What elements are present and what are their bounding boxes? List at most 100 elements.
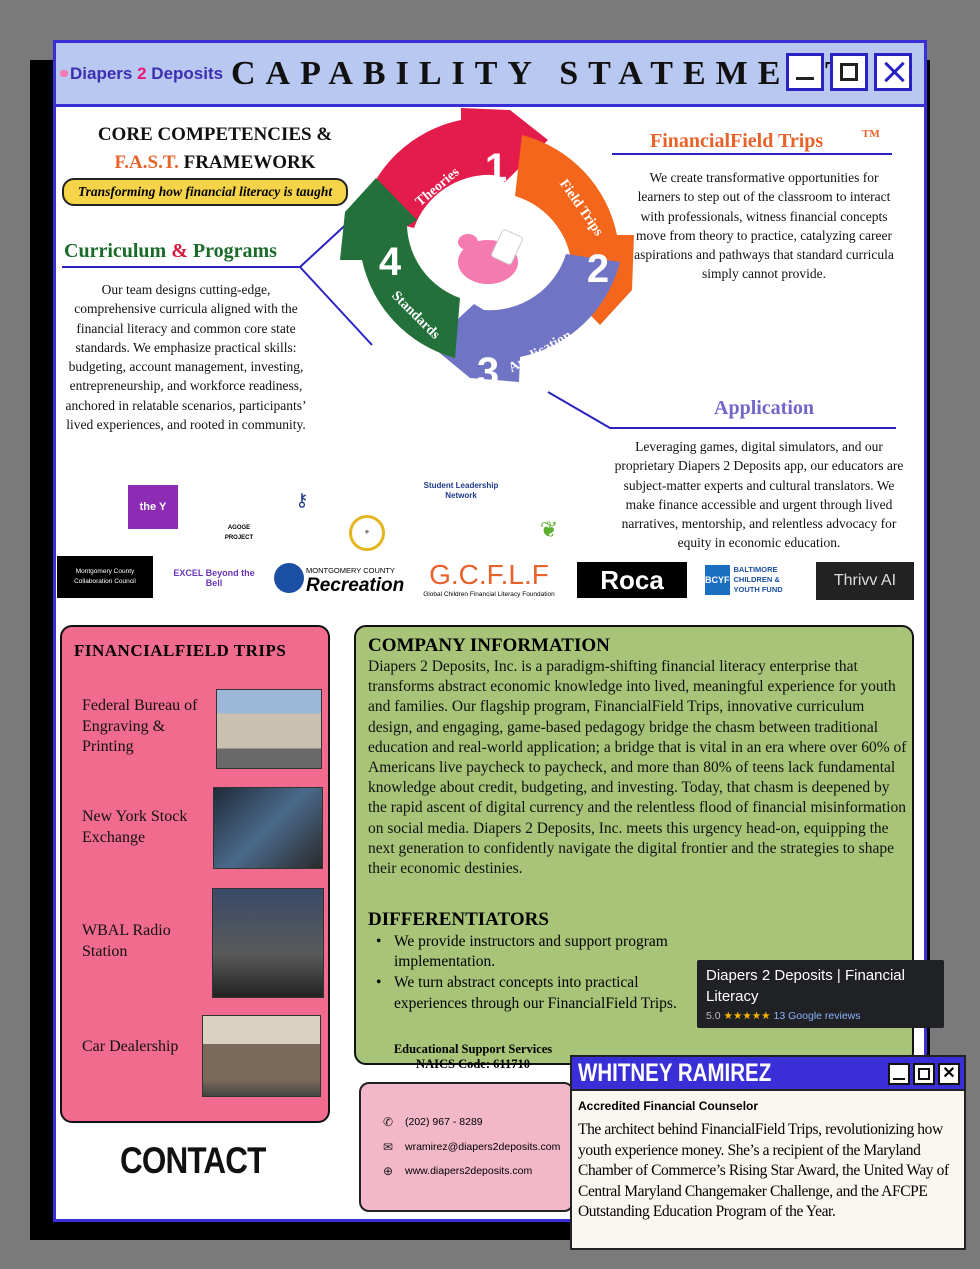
reviews-link[interactable]: 13 Google reviews xyxy=(773,1010,861,1022)
curriculum-head-amp: & xyxy=(171,240,188,262)
review-business-name: Diapers 2 Deposits | Financial Literacy xyxy=(706,967,905,1005)
curriculum-connector-2 xyxy=(299,266,373,346)
differentiators-heading: DIFFERENTIATORS xyxy=(368,909,549,930)
bio-maximize-button[interactable] xyxy=(913,1063,935,1085)
mail-icon: ✉ xyxy=(383,1140,394,1154)
bcyf-letters: BCYF xyxy=(705,565,730,595)
trip-photo-bep xyxy=(216,689,322,769)
application-heading: Application xyxy=(714,397,815,419)
fast-cycle: 1 2 3 4 Theories Field Trips Application… xyxy=(340,108,634,394)
bcyf-logo: BCYF BALTIMORE CHILDREN & YOUTH FUND xyxy=(705,563,805,597)
curriculum-head-a: Curriculum xyxy=(64,240,172,262)
trip-item-bep: Federal Bureau of Engraving & Printing xyxy=(82,697,198,755)
contact-heading: CONTACT xyxy=(120,1140,266,1181)
gcflf-text: G.C.F.L.F xyxy=(429,559,549,590)
bio-minimize-button[interactable] xyxy=(888,1063,910,1085)
application-body: Leveraging games, digital simulators, an… xyxy=(614,439,904,551)
phone-icon: ✆ xyxy=(383,1115,394,1129)
trip-item-wbal: WBAL Radio Station xyxy=(82,922,171,960)
contact-phone: (202) 967 - 8289 xyxy=(405,1116,483,1128)
leaf-logo: ❦ xyxy=(539,517,559,542)
field-trips-heading: FinancialField Trips xyxy=(650,130,824,152)
list-item: We provide instructors and support progr… xyxy=(376,932,714,972)
application-connector xyxy=(547,391,896,429)
globe-icon: ⊕ xyxy=(383,1164,394,1178)
trip-photo-dealership xyxy=(202,1015,321,1097)
close-button[interactable] xyxy=(874,53,912,91)
core-title-line1: CORE COMPETENCIES & xyxy=(97,124,333,145)
company-info-heading: COMPANY INFORMATION xyxy=(368,635,610,656)
core-competencies-heading: CORE COMPETENCIES & F.A.S.T. FRAMEWORK xyxy=(75,121,355,177)
minimize-icon xyxy=(796,77,814,80)
bio-title-bar: WHITNEY RAMIREZ ✕ xyxy=(572,1057,964,1091)
bio-credential: Accredited Financial Counselor xyxy=(578,1099,759,1113)
star-icon: ★★★★★ xyxy=(723,1010,771,1022)
edu-line1: Educational Support Services xyxy=(393,1042,553,1056)
differentiators-list: We provide instructors and support progr… xyxy=(376,932,714,1015)
contact-web-row[interactable]: ⊕ www.diapers2deposits.com xyxy=(383,1165,532,1177)
bio-close-button[interactable]: ✕ xyxy=(938,1063,960,1085)
collaboration-council-logo: Montgomery County Collaboration Council xyxy=(57,556,153,598)
company-logo: Diapers 2 Deposits xyxy=(60,57,223,91)
logo-text-b: 2 xyxy=(137,64,147,83)
naics-code: NAICS Code: 611710 xyxy=(416,1056,530,1071)
tagline-badge: Transforming how financial literacy is t… xyxy=(62,178,348,206)
logo-text-c: Deposits xyxy=(146,64,224,83)
step-number-1: 1 xyxy=(485,146,507,190)
trip-photo-wbal xyxy=(212,888,324,998)
framework-diagram: 1 2 3 4 Theories Field Trips Application… xyxy=(62,108,896,429)
contact-web: www.diapers2deposits.com xyxy=(405,1165,533,1177)
bio-window: WHITNEY RAMIREZ ✕ Accredited Financial C… xyxy=(570,1055,966,1250)
trip-item-nyse: New York Stock Exchange xyxy=(82,808,188,846)
maximize-icon xyxy=(918,1068,930,1080)
maximize-button[interactable] xyxy=(830,53,868,91)
excel-logo: EXCEL Beyond the Bell xyxy=(173,568,255,588)
student-leadership-logo: Student Leadership Network xyxy=(423,481,499,500)
trademark-mark: TM xyxy=(862,128,880,140)
recreation-text: Recreation xyxy=(306,575,405,596)
contact-panel: ✆ (202) 967 - 8289 ✉ wramirez@diapers2de… xyxy=(359,1082,574,1212)
naics-info: Educational Support Services NAICS Code:… xyxy=(368,1042,578,1071)
recreation-logo: MONTGOMERY COUNTY Recreation xyxy=(272,560,404,602)
review-rating: 5.0 xyxy=(706,1010,721,1022)
company-info-panel: COMPANY INFORMATION Diapers 2 Deposits, … xyxy=(354,625,914,1071)
gcflf-sub: Global Children Financial Literacy Found… xyxy=(423,591,555,598)
agoge-logo: AGOGE PROJECT xyxy=(224,525,254,541)
ymca-logo: the Y xyxy=(128,485,178,529)
trip-photo-nyse xyxy=(213,787,323,869)
bcyf-text: BALTIMORE CHILDREN & YOUTH FUND xyxy=(733,565,783,594)
logo-text-a: Diapers xyxy=(70,64,138,83)
title-bar: Diapers 2 Deposits CAPABILITY STATEMENT xyxy=(56,43,924,107)
step-number-3: 3 xyxy=(477,350,499,394)
seal-logo: ⚜ xyxy=(349,515,385,551)
gcflf-logo: G.C.F.L.F Global Children Financial Lite… xyxy=(416,558,562,602)
contact-phone-row[interactable]: ✆ (202) 967 - 8289 xyxy=(383,1116,483,1128)
standards-arrow xyxy=(340,178,460,358)
company-info-body: Diapers 2 Deposits, Inc. is a paradigm-s… xyxy=(368,658,907,878)
roca-logo: Roca xyxy=(577,562,687,598)
page-title: CAPABILITY STATEMENT xyxy=(231,55,858,92)
field-trips-panel: FINANCIALFIELD TRIPS Federal Bureau of E… xyxy=(60,625,330,1123)
step-number-2: 2 xyxy=(587,247,609,291)
bio-name: WHITNEY RAMIREZ xyxy=(578,1059,772,1087)
recreation-small: MONTGOMERY COUNTY xyxy=(306,566,395,575)
deposit-card-icon xyxy=(491,229,523,265)
close-icon: ✕ xyxy=(942,1065,956,1082)
contact-email-row[interactable]: ✉ wramirez@diapers2deposits.com xyxy=(383,1141,560,1153)
curriculum-head-b: Programs xyxy=(187,240,277,262)
recreation-icon xyxy=(274,563,304,593)
curriculum-body: Our team designs cutting-edge, comprehen… xyxy=(65,282,307,433)
review-rating-row: 5.0 ★★★★★ 13 Google reviews xyxy=(706,1010,861,1022)
minimize-button[interactable] xyxy=(786,53,824,91)
bird-key-icon: ⚷ xyxy=(295,490,309,510)
core-title-line2: FRAMEWORK xyxy=(178,152,316,173)
bio-body: The architect behind FinancialField Trip… xyxy=(578,1121,949,1220)
field-trips-panel-heading: FINANCIALFIELD TRIPS xyxy=(74,641,287,660)
minimize-icon xyxy=(893,1078,905,1080)
theories-arrow xyxy=(361,108,548,228)
step-number-4: 4 xyxy=(379,240,402,284)
application-arrow xyxy=(430,254,620,382)
contact-email: wramirez@diapers2deposits.com xyxy=(405,1141,561,1153)
field-trips-body: We create transformative opportunities f… xyxy=(634,170,894,282)
google-review-card[interactable]: Diapers 2 Deposits | Financial Literacy … xyxy=(697,960,944,1028)
